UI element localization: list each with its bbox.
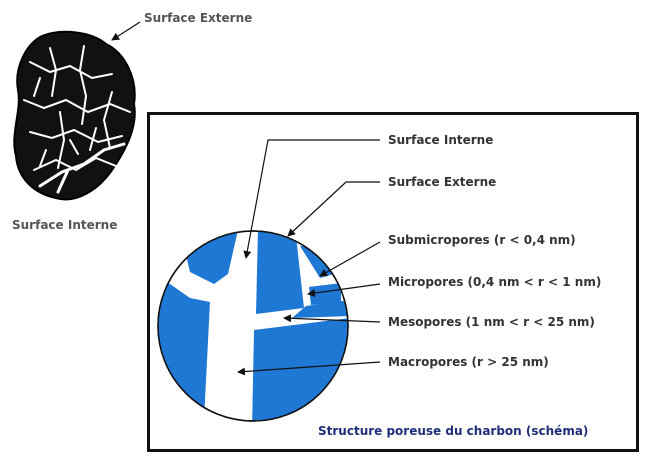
right-strip (292, 300, 348, 318)
top-middle-region (256, 231, 304, 314)
arrow-surface-externe (287, 181, 380, 237)
label-submicropores: Submicropores (r < 0,4 nm) (388, 233, 576, 247)
arrow-surface-interne (243, 139, 380, 259)
outer-surface-externe-arrow (111, 21, 141, 41)
arrow-submicropores (319, 241, 381, 277)
label-surface-interne: Surface Interne (388, 133, 494, 147)
arrow-mesopores (283, 314, 381, 323)
label-outer-surface-externe: Surface Externe (144, 11, 253, 25)
label-macropores: Macropores (r > 25 nm) (388, 355, 549, 369)
label-micropores: Micropores (0,4 nm < r < 1 nm) (388, 275, 602, 289)
callout-arrows (237, 139, 381, 376)
charcoal-particle (13, 30, 136, 201)
diagram-caption: Structure poreuse du charbon (schéma) (318, 424, 589, 438)
arrow-micropores (307, 283, 381, 297)
label-mesopores: Mesopores (1 nm < r < 25 nm) (388, 315, 595, 329)
label-surface-externe: Surface Externe (388, 175, 497, 189)
label-outer-surface-interne: Surface Interne (12, 218, 118, 232)
diagram-frame (147, 112, 639, 452)
arrow-macropores (237, 361, 381, 376)
